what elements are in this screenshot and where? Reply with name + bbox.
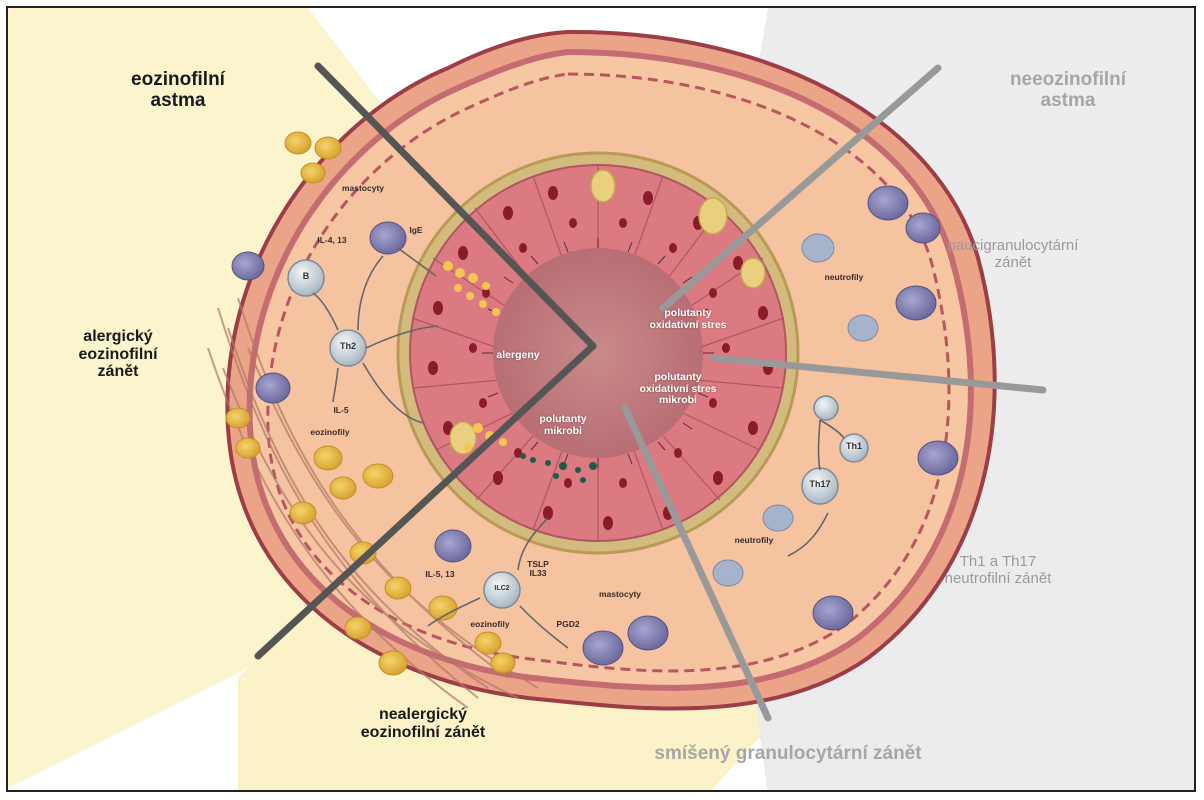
ige-label: IgE bbox=[409, 225, 423, 235]
il5-label: IL-5 bbox=[333, 405, 349, 415]
mast-cells-bottom-label: mastocyty bbox=[598, 589, 642, 599]
goblet-cells bbox=[449, 169, 766, 455]
th2-cell-label: Th2 bbox=[339, 341, 356, 351]
eosinophils-bottom-label: eozinofily bbox=[470, 619, 510, 629]
paucigranulocytic-label: paucigranulocytární zánět bbox=[947, 237, 1079, 271]
airway-diagram bbox=[8, 8, 1194, 790]
figure-frame: eozinofilní astma neeozinofilní astma al… bbox=[6, 6, 1196, 792]
il5-il13-bottom-label: IL-5, 13 bbox=[425, 569, 455, 579]
b-cell-label: B bbox=[302, 271, 310, 281]
mast-cells bbox=[231, 185, 959, 666]
eosinophils-left-label: eozinofily bbox=[310, 427, 350, 437]
non-allergic-inflammation-label: nealergický eozinofilní zánět bbox=[360, 706, 486, 741]
eosinophilic-asthma-label: eozinofilní astma bbox=[131, 69, 225, 111]
th17-cell-label: Th17 bbox=[809, 479, 831, 489]
il4-il13-top-label: IL-4, 13 bbox=[317, 235, 347, 245]
th1-cell-label: Th1 bbox=[845, 441, 862, 451]
pollutants-oxidative-microbes-label: polutanty oxidativní stres mikrobi bbox=[639, 371, 717, 407]
pollutants-oxidative-label: polutanty oxidativní stres bbox=[649, 307, 727, 331]
neutrophils-right-label: neutrofily bbox=[824, 272, 864, 282]
immune-cells bbox=[287, 259, 869, 609]
pgd2-label: PGD2 bbox=[556, 619, 580, 629]
sector-dividers bbox=[254, 62, 1047, 722]
tslp-il33-label: TSLP IL33 bbox=[527, 559, 549, 579]
eosinophils bbox=[225, 131, 516, 676]
pollutants-microbes-label: polutanty mikrobi bbox=[539, 413, 587, 437]
mast-cells-top-label: mastocyty bbox=[341, 183, 385, 193]
allergen-particles bbox=[443, 261, 507, 452]
non-eosinophilic-asthma-label: neeozinofilní astma bbox=[1009, 69, 1127, 111]
ilc2-cell-label: ILC2 bbox=[494, 585, 510, 592]
pollutant-particles bbox=[520, 453, 597, 483]
neutrophils-bottom-label: neutrofily bbox=[734, 535, 774, 545]
mixed-granulocytic-label: smíšený granulocytární zánět bbox=[654, 743, 922, 764]
pathway-arrows bbox=[312, 247, 845, 649]
th1-th17-label: Th1 a Th17 neutrofilní zánět bbox=[944, 553, 1052, 587]
allergic-inflammation-label: alergický eozinofilní zánět bbox=[78, 328, 158, 381]
allergens-label: alergeny bbox=[496, 349, 540, 361]
neutrophils bbox=[712, 233, 879, 587]
